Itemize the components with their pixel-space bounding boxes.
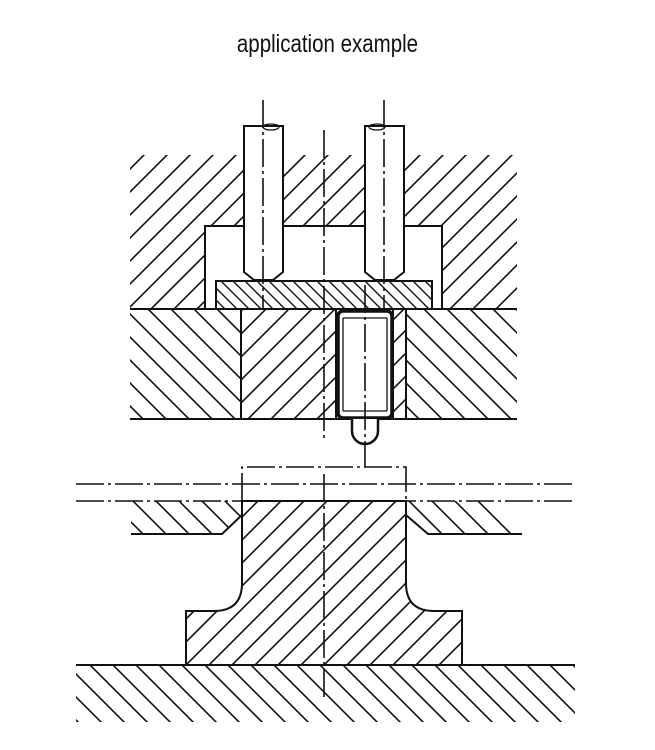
upper-die-block — [130, 150, 517, 309]
stripper-right-outline — [405, 514, 522, 535]
middle-block-right — [406, 309, 517, 419]
stripper-left — [131, 501, 242, 534]
stripper-right — [406, 501, 522, 534]
base-plate — [76, 665, 575, 722]
middle-block-left — [130, 309, 241, 419]
drawing-title: application example — [236, 30, 419, 58]
workpiece-outline — [241, 466, 407, 501]
